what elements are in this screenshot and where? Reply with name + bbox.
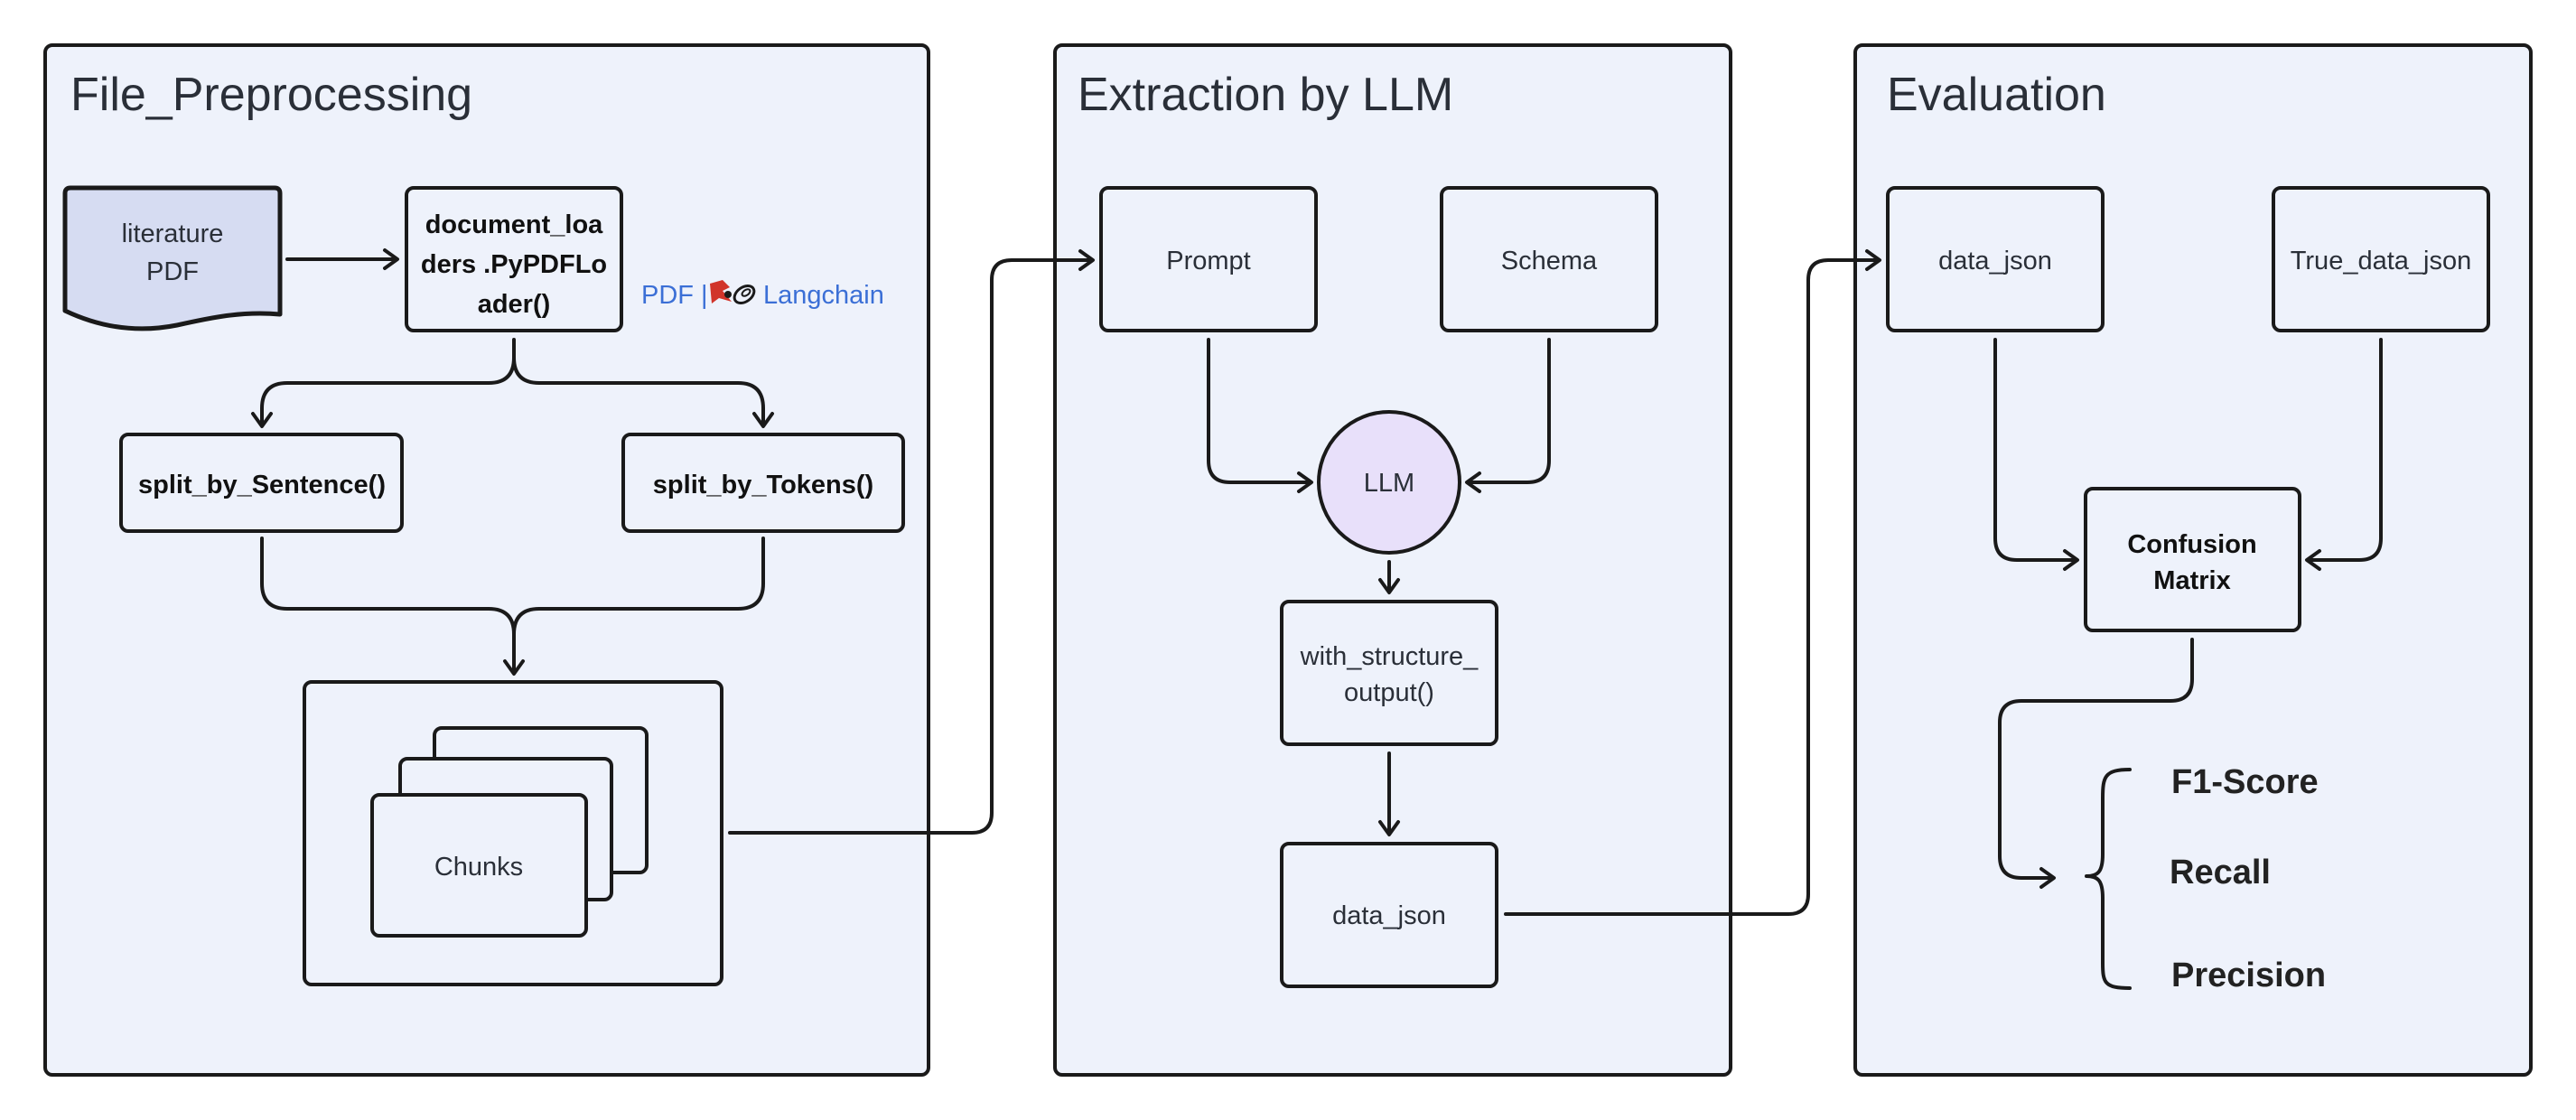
langchain-caption: Langchain: [763, 281, 884, 310]
panel-title-extraction: Extraction by LLM: [1078, 69, 1453, 121]
prompt-label: Prompt: [1166, 247, 1250, 275]
split-tokens-label: split_by_Tokens(): [653, 471, 873, 499]
confusion-matrix-node: Confusion Matrix: [2084, 487, 2301, 632]
edge-loader-to-tokens: [512, 356, 765, 426]
arrowhead: [1378, 820, 1400, 836]
loader-label-line-2: ders .PyPDFLo: [421, 250, 607, 279]
metrics-brace: [2085, 768, 2132, 990]
connectors: [251, 248, 2383, 916]
arrowhead: [752, 412, 774, 428]
prompt-node: Prompt: [1099, 186, 1318, 332]
metric-precision: Precision: [2171, 957, 2326, 994]
loader-caption: PDF | Langchain: [641, 280, 884, 310]
schema-node: Schema: [1440, 186, 1658, 332]
arrowhead: [2305, 549, 2321, 571]
arrowhead: [2039, 867, 2056, 889]
true-data-json-label: True_data_json: [2291, 247, 2471, 275]
arrowhead: [1078, 249, 1095, 271]
loader-label-line-1: document_loa: [425, 210, 603, 239]
arrowhead: [1378, 578, 1400, 594]
edge-true-data-to-confusion: [2307, 338, 2383, 562]
structured-label-line-2: output(): [1344, 678, 1434, 707]
arrowhead: [1865, 249, 1881, 271]
edge-schema-to-llm: [1467, 338, 1551, 484]
edge-loader-to-sentence: [260, 338, 516, 426]
arrowhead: [1465, 471, 1481, 493]
arrowhead: [383, 248, 399, 270]
split-sentence-label: split_by_Sentence(): [138, 471, 386, 499]
extraction-data-json-label: data_json: [1332, 901, 1446, 930]
eval-data-json-label: data_json: [1938, 247, 2052, 275]
eval-data-json-node: data_json: [1886, 186, 2105, 332]
pdf-label-line-1: literature: [122, 219, 224, 248]
literature-pdf-node: literature PDF: [62, 185, 283, 331]
panel-title-evaluation: Evaluation: [1887, 69, 2106, 121]
arrowhead: [251, 412, 273, 428]
arrowhead: [1297, 471, 1313, 493]
llm-label: LLM: [1364, 469, 1414, 498]
pypdf-loader-node: document_loa ders .PyPDFLo ader(): [405, 186, 623, 332]
llm-node: LLM: [1317, 410, 1461, 555]
schema-label: Schema: [1501, 247, 1598, 275]
confusion-label-line-2: Matrix: [2153, 566, 2230, 595]
true-data-json-node: True_data_json: [2272, 186, 2490, 332]
pdf-label-line-2: PDF: [146, 257, 199, 286]
arrowhead: [503, 659, 525, 676]
panel-title-preprocessing: File_Preprocessing: [70, 69, 472, 121]
edge-confusion-to-metrics: [1998, 638, 2194, 880]
langchain-logo-icon: [710, 280, 756, 305]
loader-label-line-3: ader(): [478, 290, 551, 319]
edge-data-json-to-confusion: [1993, 338, 2077, 562]
metric-recall: Recall: [2170, 854, 2271, 891]
with-structure-output-node: with_structure_ output(): [1280, 600, 1498, 746]
split-by-tokens-node: split_by_Tokens(): [621, 433, 905, 533]
chunks-label: Chunks: [434, 853, 523, 882]
confusion-label-line-1: Confusion: [2127, 530, 2256, 559]
edge-tokens-to-chunks: [512, 537, 765, 636]
metric-f1-score: F1-Score: [2171, 763, 2319, 801]
split-by-sentence-node: split_by_Sentence(): [119, 433, 404, 533]
arrowhead: [2063, 549, 2079, 571]
edge-sentence-to-chunks: [260, 537, 516, 674]
extraction-data-json-node: data_json: [1280, 842, 1498, 988]
pdf-caption: PDF |: [641, 281, 708, 310]
structured-label-line-1: with_structure_: [1300, 642, 1479, 671]
edge-data-json-to-evaluation: [1504, 258, 1880, 916]
edge-chunks-to-prompt: [728, 258, 1093, 835]
chunk-card-front: [370, 793, 588, 938]
chunks-container: Chunks: [303, 680, 723, 986]
metrics-group: F1-Score Recall Precision: [2085, 763, 2326, 994]
edge-prompt-to-llm: [1207, 338, 1311, 484]
